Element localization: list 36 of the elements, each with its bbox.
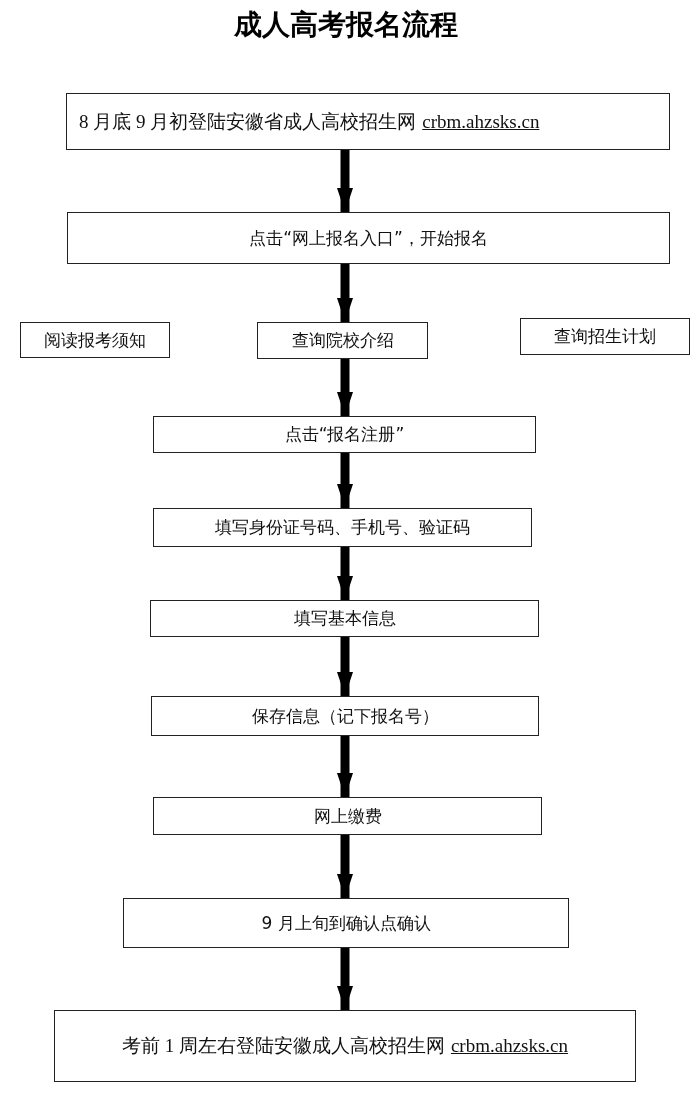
step-text: 8 月底 9 月初登陆安徽省成人高校招生网 xyxy=(79,109,417,134)
step-text: 查询招生计划 xyxy=(554,325,656,348)
step-text: 填写身份证号码、手机号、验证码 xyxy=(215,516,470,539)
arrow xyxy=(337,150,353,212)
step-text: 点击“报名注册” xyxy=(284,423,405,446)
arrow xyxy=(337,547,353,600)
step-text: 网上缴费 xyxy=(313,804,382,828)
diagram-title: 成人高考报名流程 xyxy=(233,7,459,43)
step-text: 保存信息（记下报名号） xyxy=(251,704,439,728)
process-box xyxy=(153,416,536,453)
web-link: crbm.ahzsks.cn xyxy=(450,1035,569,1057)
process-box xyxy=(153,508,532,547)
process-box xyxy=(20,322,170,358)
arrow xyxy=(337,948,353,1010)
step-text: 考前 1 周左右登陆安徽成人高校招生网 xyxy=(121,1034,445,1058)
process-box xyxy=(257,322,428,359)
process-box xyxy=(153,797,542,835)
arrow xyxy=(337,453,353,508)
web-link: crbm.ahzsks.cn xyxy=(422,110,540,133)
process-box xyxy=(54,1010,636,1082)
step-text: 查询院校介绍 xyxy=(291,329,394,352)
process-box xyxy=(67,212,670,264)
step-text: 填写基本信息 xyxy=(293,607,396,630)
step-text: 阅读报考须知 xyxy=(44,328,146,352)
arrow xyxy=(337,736,353,797)
step-text: 点击“网上报名入口”，开始报名 xyxy=(249,226,488,250)
process-box xyxy=(66,93,670,150)
step-text: 9 月上旬到确认点确认 xyxy=(261,911,431,935)
arrow xyxy=(337,835,353,898)
process-box xyxy=(123,898,569,948)
process-box xyxy=(150,600,539,637)
process-box xyxy=(520,318,690,355)
process-box xyxy=(151,696,539,736)
arrow xyxy=(337,264,353,322)
arrow xyxy=(337,637,353,696)
arrow xyxy=(337,359,353,416)
